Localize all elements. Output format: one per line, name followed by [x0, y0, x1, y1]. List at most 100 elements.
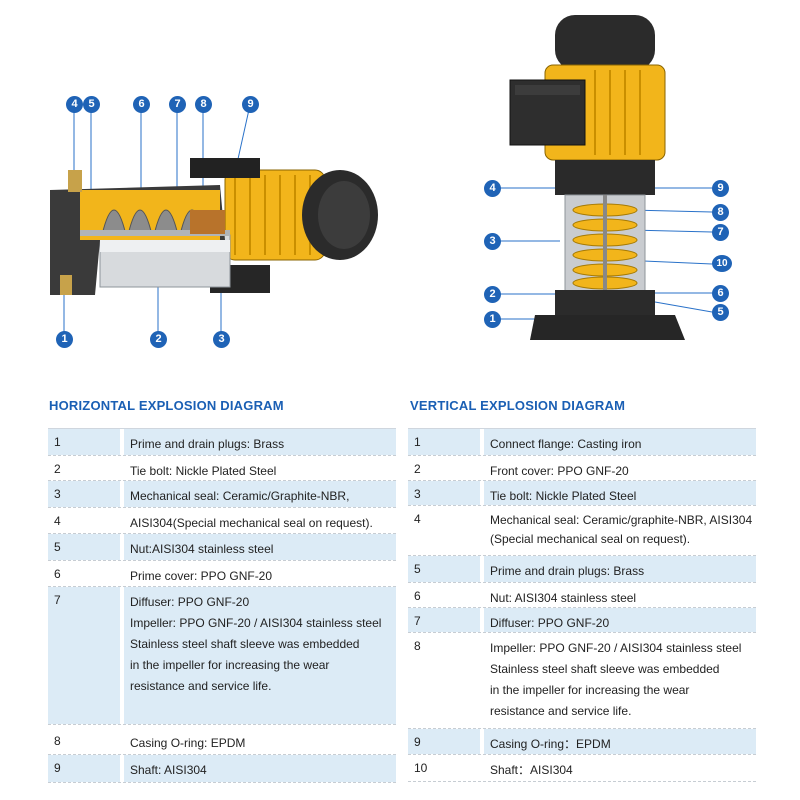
h-badge-8: 8 — [195, 96, 212, 113]
h-badge-7: 7 — [169, 96, 186, 113]
description-line: Shaft：AISI304 — [490, 763, 573, 777]
vertical-pump-illustration — [500, 15, 713, 340]
part-number: 6 — [414, 589, 421, 603]
part-description: Casing O-ring: EPDM — [124, 725, 396, 754]
description-line: Prime and drain plugs: Brass — [130, 437, 285, 451]
table-row: 5 Prime and drain plugs: Brass — [408, 556, 756, 583]
h-badge-1: 1 — [56, 331, 73, 348]
h-badge-6: 6 — [133, 96, 150, 113]
h-badge-3: 3 — [213, 331, 230, 348]
table-row: 8 Casing O-ring: EPDM — [48, 725, 396, 755]
part-description: Impeller: PPO GNF-20 / AISI304 stainless… — [484, 633, 756, 728]
h-badge-9: 9 — [242, 96, 259, 113]
part-description: Connect flange: Casting iron — [484, 429, 756, 455]
part-description: Prime and drain plugs: Brass — [484, 556, 756, 582]
table-row: 6 Prime cover: PPO GNF-20 — [48, 561, 396, 587]
description-line: Tie bolt: Nickle Plated Steel — [130, 464, 277, 478]
description-line: Impeller: PPO GNF-20 / AISI304 stainless… — [490, 641, 742, 655]
part-number: 4 — [54, 514, 61, 528]
v-badge-4: 4 — [484, 180, 501, 197]
part-description: Front cover: PPO GNF-20 — [484, 456, 756, 480]
v-badge-2: 2 — [484, 286, 501, 303]
part-number: 7 — [48, 587, 120, 724]
description-line: Front cover: PPO GNF-20 — [490, 464, 629, 478]
description-line: Connect flange: Casting iron — [490, 437, 642, 451]
vertical-diagram-title: VERTICAL EXPLOSION DIAGRAM — [410, 398, 626, 413]
part-number: 8 — [54, 734, 61, 748]
part-number: 6 — [54, 567, 61, 581]
part-number: 10 — [414, 761, 428, 775]
horizontal-pump-illustration — [50, 104, 378, 335]
table-row: 5 Nut:AISI304 stainless steel — [48, 534, 396, 561]
part-description: Shaft: AISI304 — [124, 755, 396, 782]
description-line: Mechanical seal: Ceramic/graphite-NBR, A… — [490, 513, 753, 527]
description-line: Diffuser: PPO GNF-20 — [490, 616, 610, 630]
description-line: Prime cover: PPO GNF-20 — [130, 569, 273, 583]
part-description: Diffuser: PPO GNF-20 Impeller: PPO GNF-2… — [124, 587, 396, 724]
table-row: 10 Shaft：AISI304 — [408, 755, 756, 782]
part-description: Shaft：AISI304 — [484, 755, 756, 781]
horizontal-spec-table: 1 Prime and drain plugs: Brass 2 Tie bol… — [48, 428, 396, 783]
description-line: AISI304(Special mechanical seal on reque… — [130, 516, 373, 530]
part-description: Diffuser: PPO GNF-20 — [484, 608, 756, 632]
v-badge-6: 6 — [712, 285, 729, 302]
part-description: Nut:AISI304 stainless steel — [124, 534, 396, 560]
part-number: 3 — [48, 481, 120, 507]
table-row: 4 Mechanical seal: Ceramic/graphite-NBR,… — [408, 506, 756, 556]
description-line: Tie bolt: Nickle Plated Steel — [490, 489, 637, 503]
part-description: Prime cover: PPO GNF-20 — [124, 561, 396, 586]
h-badge-2: 2 — [150, 331, 167, 348]
v-badge-10: 10 — [712, 255, 732, 272]
horizontal-diagram-title: HORIZONTAL EXPLOSION DIAGRAM — [49, 398, 284, 413]
table-row: 7 Diffuser: PPO GNF-20 — [408, 608, 756, 633]
description-line: in the impeller for increasing the wear — [490, 683, 690, 697]
part-description: Casing O-ring：EPDM — [484, 729, 756, 754]
v-badge-7: 7 — [712, 224, 729, 241]
part-number: 7 — [408, 608, 480, 632]
description-line: Casing O-ring: EPDM — [130, 736, 246, 750]
part-description: Mechanical seal: Ceramic/graphite-NBR, A… — [484, 506, 756, 555]
description-line: Shaft: AISI304 — [130, 763, 207, 777]
part-number: 1 — [408, 429, 480, 455]
table-row: 2 Tie bolt: Nickle Plated Steel — [48, 456, 396, 481]
v-badge-1: 1 — [484, 311, 501, 328]
description-line: resistance and service life. — [130, 679, 272, 693]
table-row: 1 Prime and drain plugs: Brass — [48, 429, 396, 456]
table-row: 6 Nut: AISI304 stainless steel — [408, 583, 756, 608]
description-line: in the impeller for increasing the wear — [130, 658, 330, 672]
part-number: 5 — [408, 556, 480, 582]
vertical-pump-figure: 4 3 2 1 9 8 7 10 6 5 — [470, 10, 740, 355]
description-line: Nut: AISI304 stainless steel — [490, 591, 637, 605]
description-line: Prime and drain plugs: Brass — [490, 564, 645, 578]
description-line: Diffuser: PPO GNF-20 — [130, 595, 250, 609]
part-description: Mechanical seal: Ceramic/Graphite-NBR, — [124, 481, 396, 507]
part-description: Tie bolt: Nickle Plated Steel — [124, 456, 396, 480]
part-number: 4 — [414, 512, 421, 526]
part-number: 3 — [408, 481, 480, 505]
part-number: 2 — [54, 462, 61, 476]
table-row: 8 Impeller: PPO GNF-20 / AISI304 stainle… — [408, 633, 756, 729]
v-badge-8: 8 — [712, 204, 729, 221]
description-line: Nut:AISI304 stainless steel — [130, 542, 274, 556]
part-description: AISI304(Special mechanical seal on reque… — [124, 508, 396, 533]
table-row: 4 AISI304(Special mechanical seal on req… — [48, 508, 396, 534]
part-number: 1 — [48, 429, 120, 455]
part-number: 9 — [48, 755, 120, 782]
description-line: Stainless steel shaft sleeve was embedde… — [130, 637, 360, 651]
description-line: Impeller: PPO GNF-20 / AISI304 stainless… — [130, 616, 382, 630]
description-line: (Special mechanical seal on request). — [490, 532, 691, 546]
h-badge-4: 4 — [66, 96, 83, 113]
vertical-spec-table: 1 Connect flange: Casting iron 2 Front c… — [408, 428, 756, 782]
table-row: 3 Mechanical seal: Ceramic/Graphite-NBR, — [48, 481, 396, 508]
part-number: 5 — [48, 534, 120, 560]
description-line: Casing O-ring：EPDM — [490, 737, 611, 751]
horizontal-pump-figure: 4 5 6 7 8 9 1 2 3 — [40, 90, 380, 355]
part-description: Nut: AISI304 stainless steel — [484, 583, 756, 607]
part-number: 2 — [414, 462, 421, 476]
table-row: 9 Shaft: AISI304 — [48, 755, 396, 783]
description-line: Mechanical seal: Ceramic/Graphite-NBR, — [130, 489, 350, 503]
v-badge-5: 5 — [712, 304, 729, 321]
part-number: 9 — [408, 729, 480, 754]
part-number: 8 — [414, 639, 421, 653]
table-row: 2 Front cover: PPO GNF-20 — [408, 456, 756, 481]
